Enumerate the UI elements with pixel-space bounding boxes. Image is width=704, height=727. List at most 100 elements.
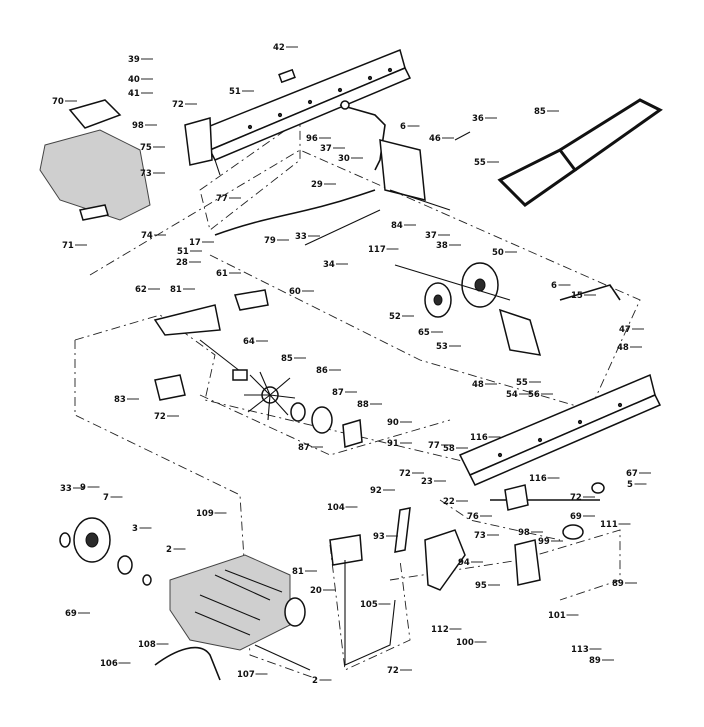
callout-76: 76	[467, 512, 479, 522]
callout-70: 70	[52, 97, 64, 107]
outline-center-frame	[89, 149, 641, 411]
callout-87b: 87	[298, 443, 310, 453]
frame-rail-top	[198, 48, 406, 151]
callout-6a: 6	[400, 122, 406, 132]
callout-117: 117	[368, 245, 386, 255]
callout-100: 100	[456, 638, 474, 648]
callout-89b: 89	[589, 656, 601, 666]
pulley-88	[311, 406, 333, 434]
callout-106: 106	[100, 659, 118, 669]
outline-lower-left	[74, 340, 321, 681]
callout-64: 64	[243, 337, 255, 347]
idler-bracket-62	[153, 304, 221, 336]
deck-cover	[39, 99, 151, 221]
callout-113: 113	[571, 645, 589, 655]
control-rod-29	[214, 189, 376, 236]
callout-88: 88	[357, 400, 369, 410]
link-64	[199, 339, 246, 376]
bracket-104	[329, 534, 363, 566]
callout-52: 52	[389, 312, 401, 322]
pin-84	[389, 189, 451, 211]
callout-79: 79	[264, 236, 276, 246]
deck-bracket-70	[68, 99, 122, 129]
rail-bushing	[278, 68, 296, 84]
callout-41: 41	[128, 89, 140, 99]
rod-2	[254, 644, 311, 671]
pulley-assembly	[394, 262, 621, 356]
control-linkage	[214, 100, 471, 246]
callout-75: 75	[140, 143, 152, 153]
callout-50: 50	[492, 248, 504, 258]
callout-29: 29	[311, 180, 323, 190]
upper-frame-rail	[198, 48, 412, 176]
callout-77b: 77	[428, 441, 440, 451]
callout-85b: 85	[281, 354, 293, 364]
lower-frame-rail	[458, 373, 662, 540]
callout-116b: 116	[529, 474, 547, 484]
callout-51a: 51	[229, 87, 241, 97]
bracket-75	[184, 117, 213, 166]
callout-84: 84	[391, 221, 403, 231]
callout-94: 94	[458, 558, 470, 568]
callout-72b: 72	[154, 412, 166, 422]
callout-58: 58	[443, 444, 455, 454]
outline-axle-link	[439, 499, 561, 541]
callout-89a: 89	[612, 579, 624, 589]
callout-74: 74	[141, 231, 153, 241]
outline-mid-left	[74, 314, 501, 471]
callout-15: 15	[571, 291, 583, 301]
callout-93: 93	[373, 532, 385, 542]
callout-20: 20	[310, 586, 322, 596]
washer-67	[591, 482, 605, 494]
spring-36	[454, 131, 471, 141]
callout-81a: 81	[170, 285, 182, 295]
callout-9: 9	[80, 483, 86, 493]
washer-96	[340, 100, 350, 110]
callout-2a: 2	[166, 545, 172, 555]
callout-53: 53	[436, 342, 448, 352]
frame-rail-lower-side	[468, 394, 662, 486]
callout-111: 111	[600, 520, 618, 530]
callout-55b: 55	[516, 378, 528, 388]
callout-87a: 87	[332, 388, 344, 398]
pulley-81	[284, 597, 306, 627]
deck-cover-shape	[39, 129, 151, 221]
callout-96: 96	[306, 134, 318, 144]
callout-38: 38	[436, 241, 448, 251]
callout-105: 105	[360, 600, 378, 610]
callout-72a: 72	[172, 100, 184, 110]
callout-33b: 33	[60, 484, 72, 494]
lever-bracket-46	[379, 139, 426, 201]
shaft	[394, 264, 511, 301]
deck-plate-71	[79, 204, 109, 221]
transaxle-assembly	[154, 554, 311, 681]
callout-labels: 39 40 41 42 70 72 51 98 75 73 77 96 37 3…	[52, 43, 638, 686]
bracket-22	[424, 529, 466, 591]
callout-108: 108	[138, 640, 156, 650]
frame-rail-lower	[458, 373, 656, 476]
callout-98b: 98	[518, 528, 530, 538]
bracket-83	[154, 374, 186, 401]
washer-87	[290, 402, 306, 422]
callout-17: 17	[189, 238, 201, 248]
callout-62a: 62	[135, 285, 147, 295]
callout-112: 112	[431, 625, 449, 635]
callout-60: 60	[289, 287, 301, 297]
callout-42: 42	[273, 43, 285, 53]
callout-72e: 72	[387, 666, 399, 676]
washer-3	[117, 555, 133, 575]
callout-72d: 72	[570, 493, 582, 503]
callout-99: 99	[538, 537, 550, 547]
rail-edge	[214, 159, 221, 176]
callout-7: 7	[103, 493, 109, 503]
callout-81b: 81	[292, 567, 304, 577]
idler-arm-54	[498, 308, 542, 356]
callout-83: 83	[114, 395, 126, 405]
callout-95: 95	[475, 581, 487, 591]
outline-upper-left	[199, 119, 301, 231]
callout-23: 23	[421, 477, 433, 487]
callout-61: 61	[216, 269, 228, 279]
callout-37a: 37	[320, 144, 332, 154]
